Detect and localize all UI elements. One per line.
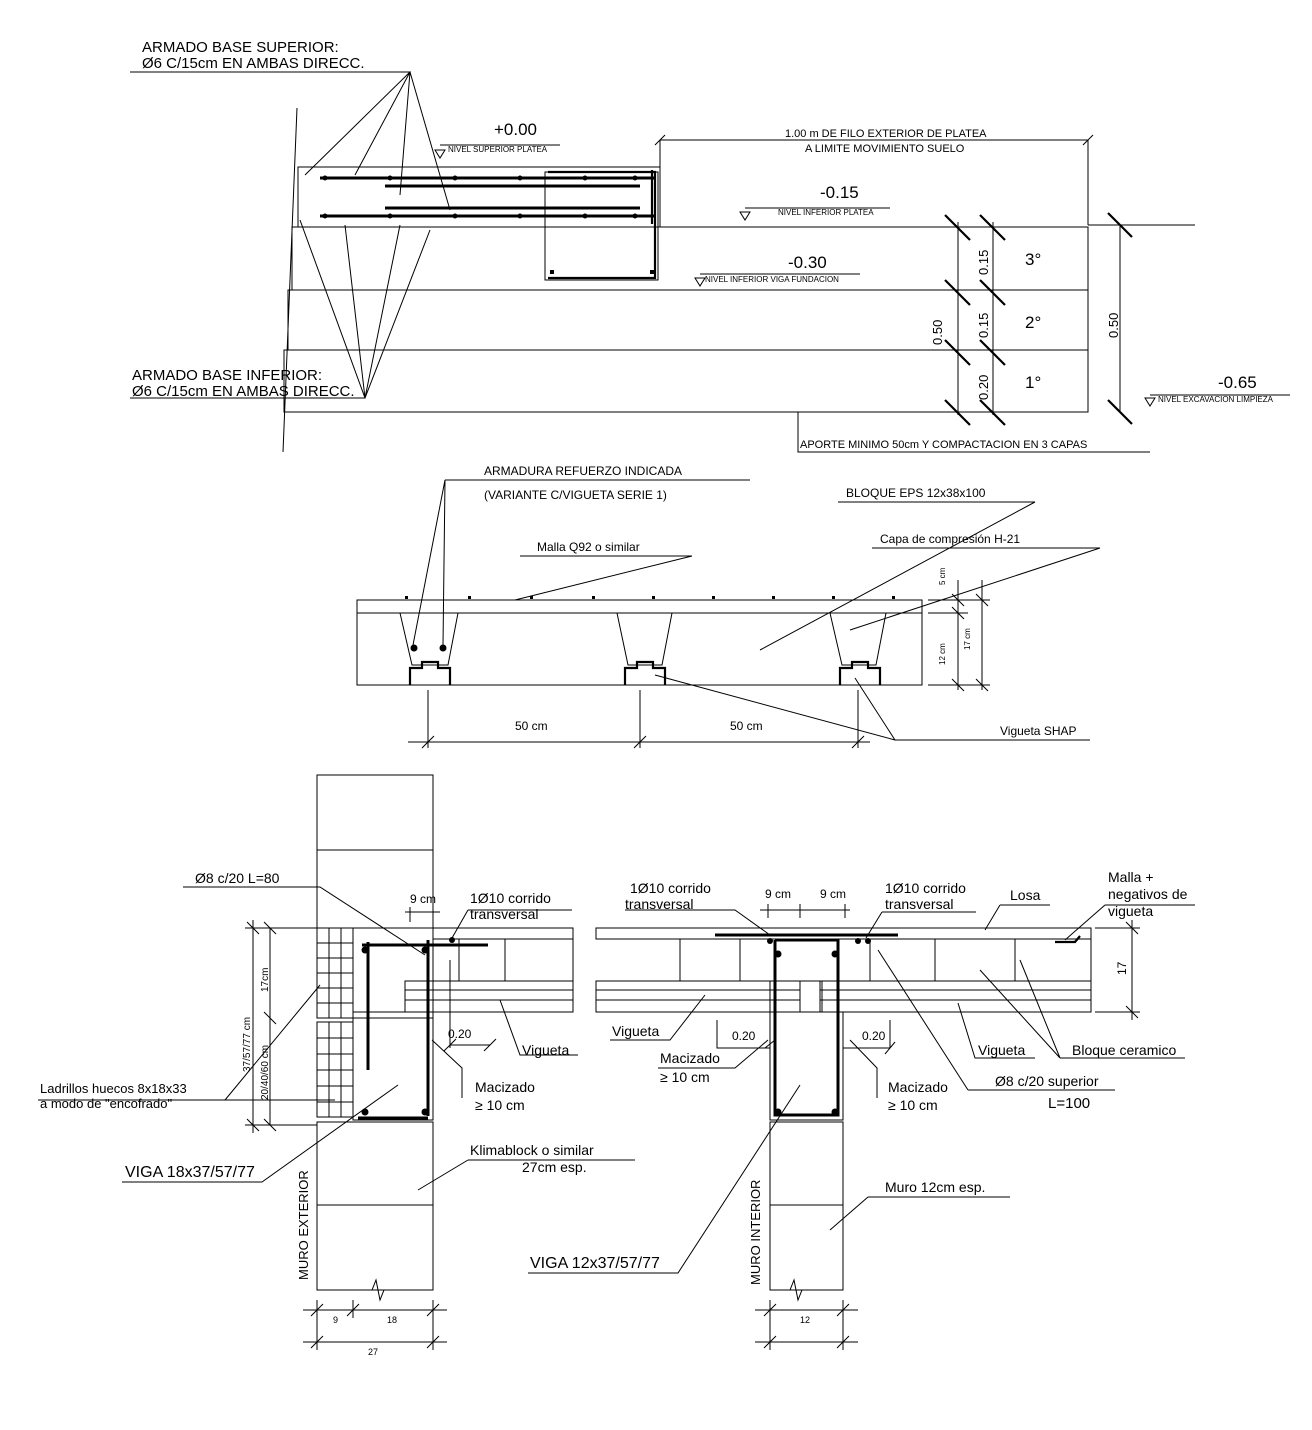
bloque-eps-label: BLOQUE EPS 12x38x100 xyxy=(846,486,986,500)
armado-inf-label-1: ARMADO BASE INFERIOR: xyxy=(132,367,322,384)
malla-neg-3: vigueta xyxy=(1108,903,1153,919)
level-015: -0.15 xyxy=(820,183,859,202)
sep-2: 50 cm xyxy=(730,719,763,733)
klima-label-2: 27cm esp. xyxy=(522,1159,587,1175)
aporte-label: APORTE MINIMO 50cm Y COMPACTACION EN 3 C… xyxy=(800,439,1087,451)
dim-9b: 9 cm xyxy=(820,887,846,901)
filo-label-2: A LIMITE MOVIMIENTO SUELO xyxy=(805,143,965,155)
malla-neg-2: negativos de xyxy=(1108,886,1188,902)
level-030-note: NIVEL INFERIOR VIGA FUNDACION xyxy=(705,275,839,284)
klimablock-lower xyxy=(316,1121,434,1291)
dim-b27: 27 xyxy=(368,1347,378,1357)
vigueta-l-label: Vigueta xyxy=(612,1023,659,1039)
dim-9cm: 9 cm xyxy=(410,892,436,906)
soil-layer-1 xyxy=(283,349,1089,413)
dim-alt-ext: 20/40/60 cm xyxy=(260,1045,271,1100)
macizado-ext-2: ≥ 10 cm xyxy=(475,1097,525,1113)
corrido-r-1: 1Ø10 corrido xyxy=(885,880,966,896)
sep-1: 50 cm xyxy=(515,719,548,733)
level-000-note: NIVEL SUPERIOR PLATEA xyxy=(448,145,548,154)
vigueta-ext-label: Vigueta xyxy=(522,1042,569,1058)
dim-020: 0.20 xyxy=(976,375,991,400)
refuerzo-label-1: ARMADURA REFUERZO INDICADA xyxy=(484,464,682,478)
corrido-label-2: transversal xyxy=(470,906,538,922)
armado-sup-label-2: Ø6 C/15cm EN AMBAS DIRECC. xyxy=(142,55,365,72)
malla-label: Malla Q92 o similar xyxy=(537,540,640,554)
layer-1-label: 1° xyxy=(1025,373,1041,392)
dim-020a: 0.20 xyxy=(732,1029,756,1043)
muro-ext-label: MURO EXTERIOR xyxy=(296,1170,311,1280)
ladrillos-label-1: Ladrillos huecos 8x18x33 xyxy=(40,1081,187,1096)
viga-int-label: VIGA 12x37/57/77 xyxy=(530,1255,660,1272)
bloque-ceramico-label: Bloque ceramico xyxy=(1072,1042,1176,1058)
dim-total-ext: 37/57/77 cm xyxy=(242,1017,253,1072)
dim-020b: 0.20 xyxy=(862,1029,886,1043)
soil-layer-2 xyxy=(287,289,1089,351)
losa-eps-section: ARMADURA REFUERZO INDICADA (VARIANTE C/V… xyxy=(356,464,1101,749)
level-000: +0.00 xyxy=(494,120,537,139)
dim-015b: 0.15 xyxy=(976,313,991,338)
viga-18-body xyxy=(352,1011,434,1121)
soil-layer-3 xyxy=(291,226,1089,291)
armado-sup-label-1: ARMADO BASE SUPERIOR: xyxy=(142,39,339,56)
dim-17-int: 17 xyxy=(1115,961,1129,975)
corrido-label-1: 1Ø10 corrido xyxy=(470,890,551,906)
viga-exterior-section: Ø8 c/20 L=80 9 cm 1Ø10 corrido transvers… xyxy=(38,774,635,1357)
capa-compresion-label: Capa de compresión H-21 xyxy=(880,532,1020,546)
layer-2-label: 2° xyxy=(1025,313,1041,332)
dim-12cm: 12 cm xyxy=(938,643,947,665)
dim-b12: 12 xyxy=(800,1315,810,1325)
dim-015a: 0.15 xyxy=(976,250,991,275)
malla-neg-1: Malla + xyxy=(1108,869,1154,885)
level-065-note: NIVEL EXCAVACION LIMPIEZA xyxy=(1158,395,1274,404)
viga-ext-label: VIGA 18x37/57/77 xyxy=(125,1164,255,1181)
viga-interior-section: 1Ø10 corrido transversal 9 cm 9 cm 1Ø10 … xyxy=(528,869,1195,1350)
macizado-l-2: ≥ 10 cm xyxy=(660,1069,710,1085)
klima-label-1: Klimablock o similar xyxy=(470,1142,594,1158)
dim-17cm: 17 cm xyxy=(963,628,972,650)
dim-17cm-ext: 17cm xyxy=(260,968,271,992)
layer-3-label: 3° xyxy=(1025,250,1041,269)
dim-b18: 18 xyxy=(387,1315,397,1325)
foundation-beam xyxy=(544,171,659,281)
superior-label-1: Ø8 c/20 superior xyxy=(995,1073,1099,1089)
platea-section: ARMADO BASE SUPERIOR: Ø6 C/15cm EN AMBAS… xyxy=(130,39,1290,453)
compression-layer xyxy=(356,599,923,614)
muro-12-label: Muro 12cm esp. xyxy=(885,1179,985,1195)
dim-050b: 0.50 xyxy=(1106,313,1121,338)
corrido-l-2: transversal xyxy=(625,896,693,912)
armado-inf-label-2: Ø6 C/15cm EN AMBAS DIRECC. xyxy=(132,383,355,400)
macizado-r-1: Macizado xyxy=(888,1079,948,1095)
level-065: -0.65 xyxy=(1218,373,1257,392)
viga-12-body xyxy=(769,1011,844,1121)
macizado-r-2: ≥ 10 cm xyxy=(888,1097,938,1113)
corrido-r-2: transversal xyxy=(885,896,953,912)
level-015-note: NIVEL INFERIOR PLATEA xyxy=(778,208,874,217)
estribo-label: Ø8 c/20 L=80 xyxy=(195,870,280,886)
vigueta-shap-label: Vigueta SHAP xyxy=(1000,724,1077,738)
level-030: -0.30 xyxy=(788,253,827,272)
refuerzo-label-2: (VARIANTE C/VIGUETA SERIE 1) xyxy=(484,488,667,502)
losa-label: Losa xyxy=(1010,887,1041,903)
corrido-l-1: 1Ø10 corrido xyxy=(630,880,711,896)
vigueta-r-label: Vigueta xyxy=(978,1042,1025,1058)
ladrillos-huecos xyxy=(316,927,354,1118)
platea-slab xyxy=(297,166,661,228)
filo-label-1: 1.00 m DE FILO EXTERIOR DE PLATEA xyxy=(785,128,987,140)
dim-020-ext: 0.20 xyxy=(448,1027,472,1041)
dim-9a: 9 cm xyxy=(765,887,791,901)
dim-b9: 9 xyxy=(333,1315,338,1325)
dim-050a: 0.50 xyxy=(930,320,945,345)
macizado-ext-1: Macizado xyxy=(475,1079,535,1095)
superior-label-2: L=100 xyxy=(1048,1095,1090,1112)
dim-5cm: 5 cm xyxy=(938,567,947,585)
ladrillos-label-2: a modo de "encofrado" xyxy=(40,1096,172,1111)
muro-int-label: MURO INTERIOR xyxy=(748,1180,763,1285)
macizado-l-1: Macizado xyxy=(660,1050,720,1066)
platea-rebars xyxy=(320,176,655,218)
muro-12-lower xyxy=(769,1121,844,1291)
